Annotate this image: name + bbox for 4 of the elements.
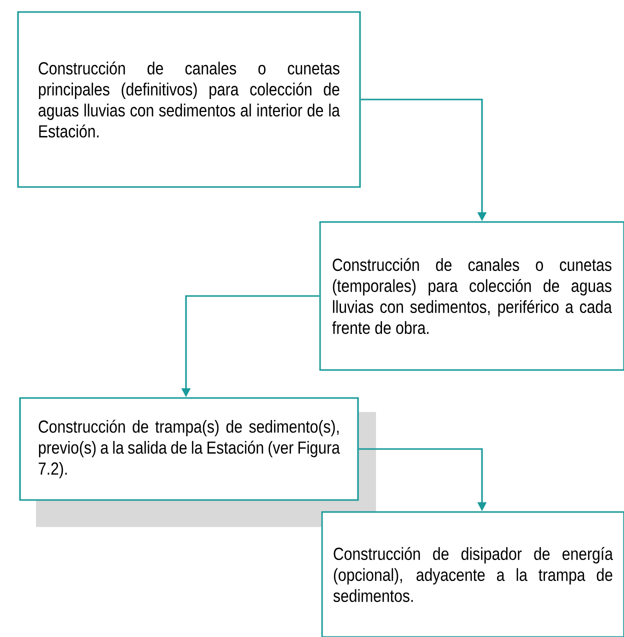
- process-box: Construcción de canales o cunetas (temporales) para colección de aguas lluvias con sedimentos, periférico a cada frente de obra.: [319, 221, 624, 371]
- process-box: Construcción de disipador de energía (opcional), adyacente a la trampa de sedimentos.: [321, 511, 624, 637]
- process-box: Construcción de trampa(s) de sedimento(s), previo(s) a la salida de la Estación (ver Figura 7.2).: [19, 397, 359, 501]
- process-box: Construcción de canales o cunetas principales (definitivos) para colección de aguas lluvias con sedimentos al interior de la Estación.: [17, 11, 361, 188]
